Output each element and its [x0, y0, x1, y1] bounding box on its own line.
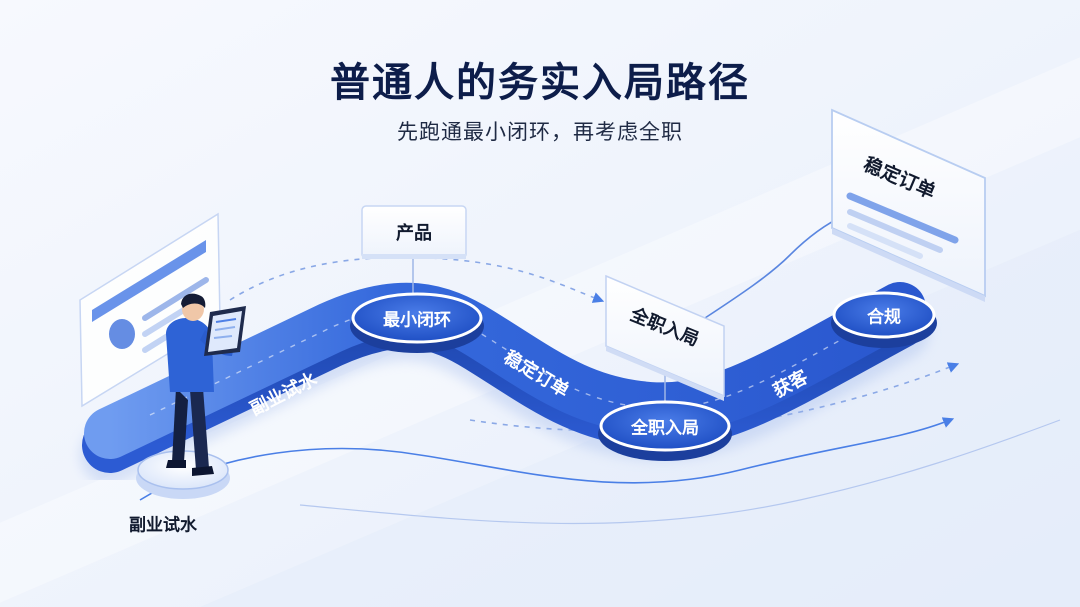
flow-arrow-upper-right	[704, 212, 850, 319]
node-label-min-loop: 最小闭环	[383, 310, 451, 331]
node-label-fulltime: 全职入局	[631, 418, 699, 439]
pie-chart-icon	[109, 319, 135, 349]
page-subtitle: 先跑通最小闭环，再考虑全职	[397, 120, 683, 144]
flow-arrow-lower-solid	[139, 417, 955, 501]
node-disc-min-loop	[350, 292, 484, 353]
card-fulltime	[605, 274, 725, 401]
background-light-band	[0, 57, 1080, 603]
card-product	[361, 205, 467, 259]
flow-line-faint	[299, 419, 1061, 525]
card-bar-line-3	[847, 223, 923, 259]
page-title: 普通人的务实入局路径	[330, 60, 750, 106]
node-disc-compliance	[831, 291, 937, 348]
card-stable-orders	[831, 108, 986, 302]
node-disc-fulltime	[598, 400, 732, 461]
card-label-product: 产品	[396, 223, 432, 244]
node-label-compliance: 合规	[867, 307, 901, 328]
card-bar-line-1	[846, 192, 959, 244]
start-caption: 副业试水	[129, 515, 197, 536]
card-bar-line-2	[847, 209, 943, 253]
person-figure	[166, 293, 246, 476]
